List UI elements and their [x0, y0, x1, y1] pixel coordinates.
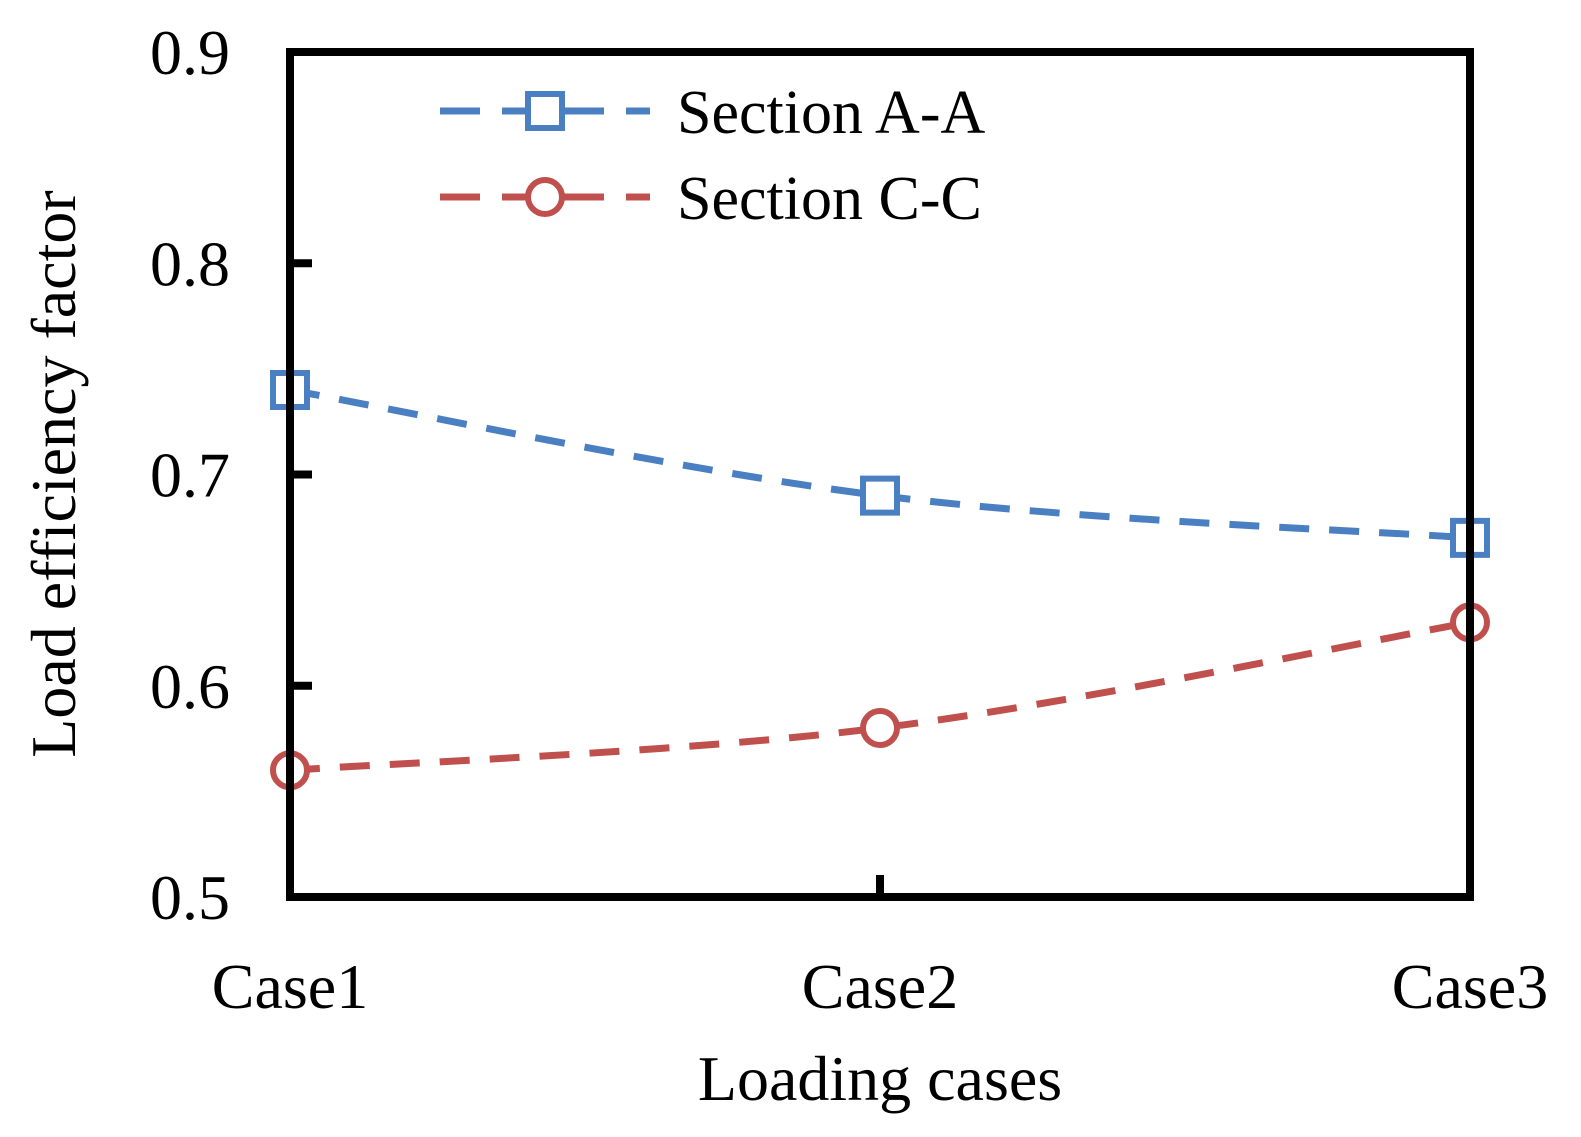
data-point-square [860, 475, 900, 516]
y-axis-title: Load efficiency factor [18, 190, 89, 757]
series-line-0 [289, 386, 1471, 542]
x-tick-label: Case3 [1392, 951, 1548, 1022]
legend-label-1: Section C-C [677, 165, 982, 233]
series-layer [270, 370, 1490, 791]
legend: Section A-A Section C-C [440, 79, 985, 233]
legend-label-0: Section A-A [677, 79, 985, 147]
x-tick-label: Case2 [802, 951, 958, 1022]
y-tick-label: 0.7 [150, 440, 230, 511]
x-tick-label: Case1 [212, 951, 368, 1022]
data-point-circle [860, 708, 900, 748]
y-tick-label: 0.5 [150, 862, 230, 933]
y-tick-label: 0.8 [150, 228, 230, 299]
y-tick-label: 0.9 [150, 17, 230, 88]
legend-marker-square [525, 91, 565, 131]
x-axis-title: Loading cases [698, 1043, 1062, 1114]
legend-marker-circle [525, 177, 565, 217]
y-tick-label: 0.6 [150, 651, 230, 722]
series-line-1 [289, 618, 1471, 774]
